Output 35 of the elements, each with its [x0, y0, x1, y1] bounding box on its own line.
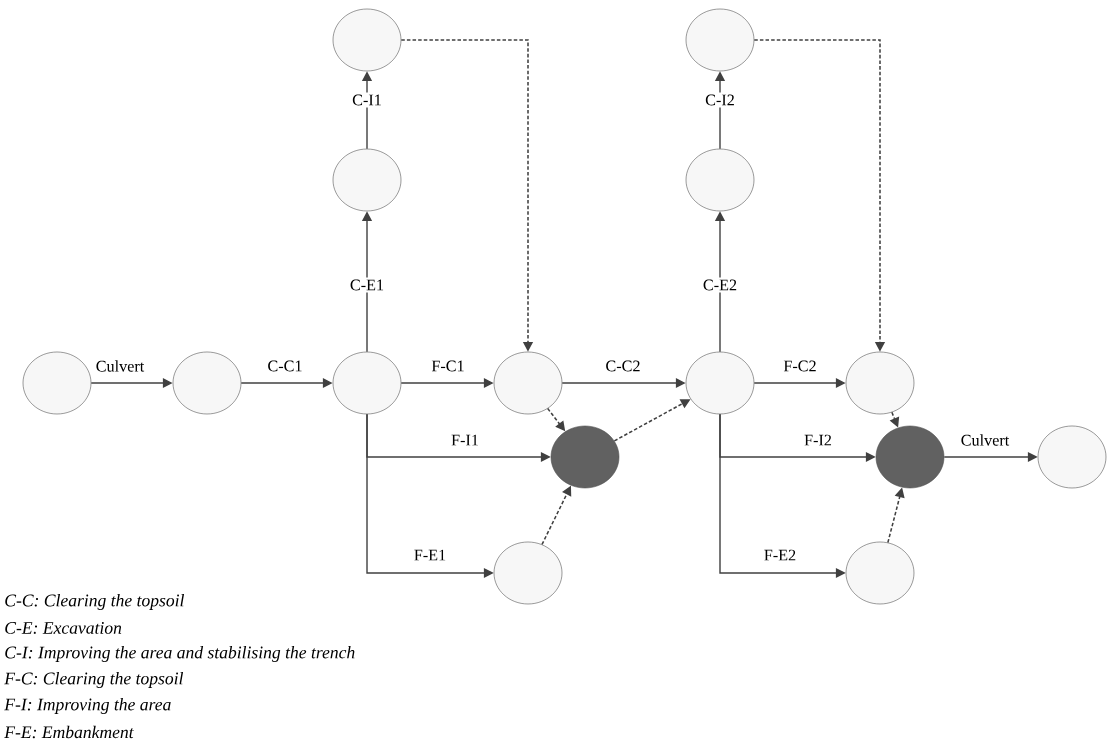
- edge-label: F-E1: [411, 547, 449, 563]
- ellipse-node: [332, 351, 402, 415]
- ellipse-node: [685, 148, 755, 212]
- ellipse-node: [685, 351, 755, 415]
- ellipse-node: [172, 351, 242, 415]
- legend-note: F-C: Clearing the topsoil: [4, 672, 184, 688]
- ellipse-node: [332, 148, 402, 212]
- edge-label: C-I2: [703, 92, 737, 108]
- legend-note: C-E: Excavation: [5, 622, 122, 634]
- ellipse-node: [845, 541, 915, 605]
- edge-label: F-E2: [761, 547, 799, 563]
- ellipse-node: [493, 541, 563, 605]
- edge-label: C-C2: [603, 358, 643, 374]
- edge-label: Culvert: [958, 432, 1012, 448]
- dark-ellipse: [875, 425, 945, 489]
- edge-label: F-C2: [781, 358, 819, 374]
- legend-note: C-I: Improving the area and stabilising the trench: [5, 646, 355, 662]
- ellipse-node: [22, 351, 92, 415]
- edge-label: C-E1: [347, 277, 387, 293]
- legend-note: C-C: Clearing the topsoil: [5, 594, 185, 610]
- ellipse-node: [1037, 425, 1107, 489]
- edge-label: C-I1: [350, 92, 384, 108]
- ellipse-node: [685, 8, 755, 72]
- edge-label: F-C1: [429, 358, 467, 374]
- ellipse-node: [332, 8, 402, 72]
- edge-label: F-I1: [449, 432, 482, 448]
- ellipse-node: [493, 351, 563, 415]
- edge-label: F-I2: [801, 432, 835, 448]
- edge-label: Culvert: [93, 358, 147, 374]
- ellipse-node: [845, 351, 915, 415]
- edge-label: C-C1: [265, 358, 305, 374]
- legend-note: F-I: Improving the area: [4, 698, 171, 714]
- dark-ellipse: [550, 425, 620, 489]
- edge-label: C-E2: [700, 277, 740, 293]
- legend-note: F-E: Embankment: [4, 725, 134, 739]
